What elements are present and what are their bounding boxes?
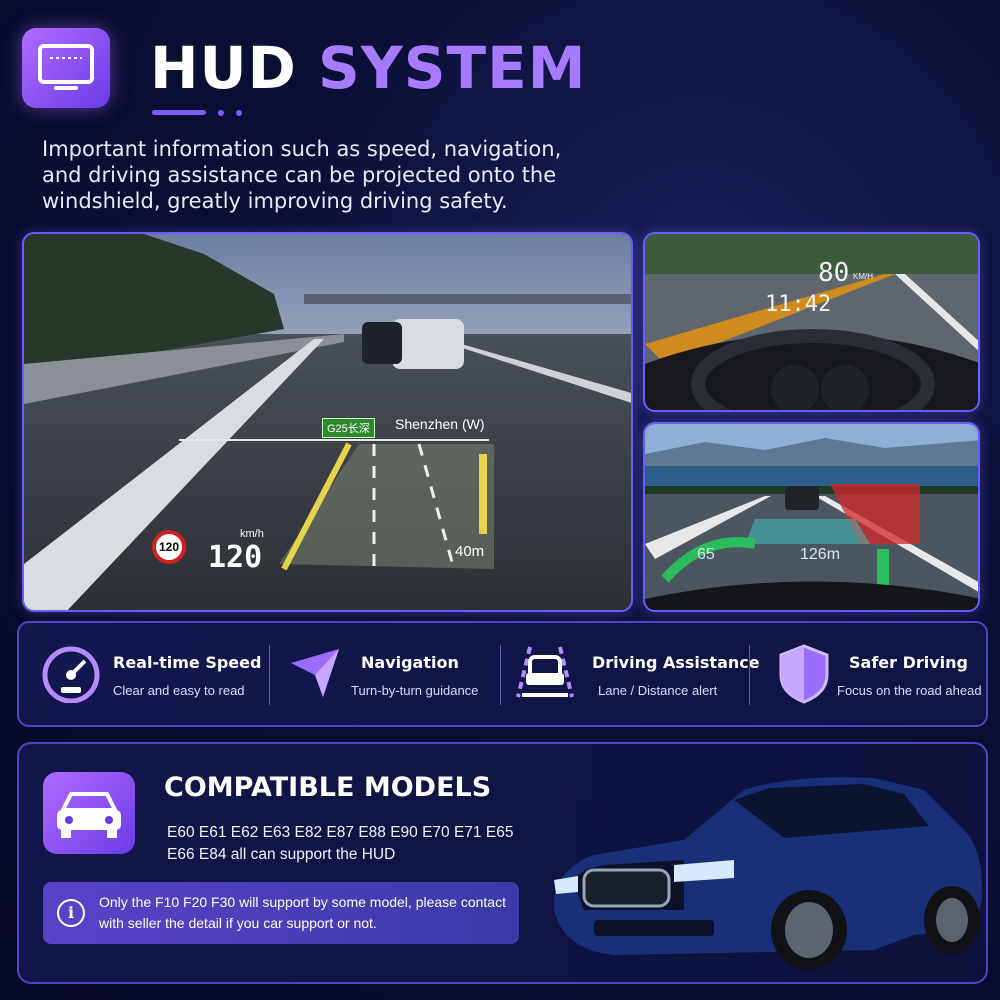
hud-side-photo-2 bbox=[643, 422, 980, 612]
feature-subtitle: Clear and easy to read bbox=[113, 683, 245, 698]
road-code-badge: G25长深 bbox=[322, 418, 375, 438]
feature-title: Safer Driving bbox=[849, 653, 969, 672]
feature-title: Navigation bbox=[361, 653, 459, 672]
feature-subtitle: Lane / Distance alert bbox=[598, 683, 718, 698]
car-icon bbox=[57, 792, 121, 838]
feature-divider bbox=[500, 645, 501, 705]
title-underline bbox=[152, 110, 206, 115]
compatibility-note: i Only the F10 F20 F30 will support by s… bbox=[43, 882, 519, 944]
hud-logo-badge bbox=[22, 28, 110, 108]
hud-speed-unit: km/h bbox=[240, 528, 264, 540]
hud-side-photo-1 bbox=[643, 232, 980, 412]
compatible-models-card: COMPATIBLE MODELS E60 E61 E62 E63 E82 E8… bbox=[17, 742, 988, 984]
hud-main-photo bbox=[22, 232, 633, 612]
feature-navigation: Navigation Turn-by-turn guidance bbox=[287, 623, 507, 725]
side1-speed-value: 80 bbox=[818, 258, 850, 288]
feature-subtitle: Focus on the road ahead bbox=[837, 683, 982, 698]
feature-divider bbox=[749, 645, 750, 705]
features-bar: Real-time Speed Clear and easy to read N… bbox=[17, 621, 988, 727]
speedometer-icon bbox=[42, 646, 100, 703]
hud-speed-value: 120 bbox=[208, 540, 263, 575]
side1-speed-unit: KM/H bbox=[853, 272, 873, 281]
info-icon: i bbox=[57, 899, 85, 927]
title-part-hud: HUD bbox=[150, 34, 297, 102]
feature-title: Real-time Speed bbox=[113, 653, 262, 672]
compatible-models-list: E60 E61 E62 E63 E82 E87 E88 E90 E70 E71 … bbox=[167, 824, 514, 863]
side2-distance: 126m bbox=[800, 546, 841, 563]
feature-title: Driving Assistance bbox=[592, 653, 760, 672]
hud-distance: 40m bbox=[455, 543, 485, 560]
speed-limit-sign: 120 bbox=[152, 530, 186, 564]
feature-subtitle: Turn-by-turn guidance bbox=[351, 683, 479, 698]
feature-driving-assistance: Driving Assistance Lane / Distance alert bbox=[514, 623, 760, 725]
title-dot bbox=[236, 110, 242, 116]
feature-realtime-speed: Real-time Speed Clear and easy to read bbox=[39, 623, 279, 725]
feature-safer-driving: Safer Driving Focus on the road ahead bbox=[777, 623, 987, 725]
compatible-models-title: COMPATIBLE MODELS bbox=[164, 772, 492, 803]
shield-icon bbox=[779, 644, 829, 704]
bmw-sedan-image bbox=[553, 777, 983, 970]
hud-road-name: Shenzhen (W) bbox=[395, 416, 485, 432]
navigation-arrow-icon bbox=[291, 649, 339, 697]
car-icon-badge bbox=[43, 772, 135, 854]
side1-time: 11:42 bbox=[765, 292, 832, 317]
title-part-system: SYSTEM bbox=[318, 34, 587, 102]
compatibility-note-text: Only the F10 F20 F30 will support by som… bbox=[99, 894, 506, 931]
feature-divider bbox=[269, 645, 270, 705]
intro-text: Important information such as speed, nav… bbox=[42, 137, 562, 213]
page-title: HUD SYSTEM bbox=[150, 34, 586, 102]
title-dot bbox=[218, 110, 224, 116]
side2-speed-value: 65 bbox=[697, 546, 715, 563]
monitor-icon bbox=[38, 44, 94, 90]
car-lane-icon bbox=[516, 646, 574, 698]
